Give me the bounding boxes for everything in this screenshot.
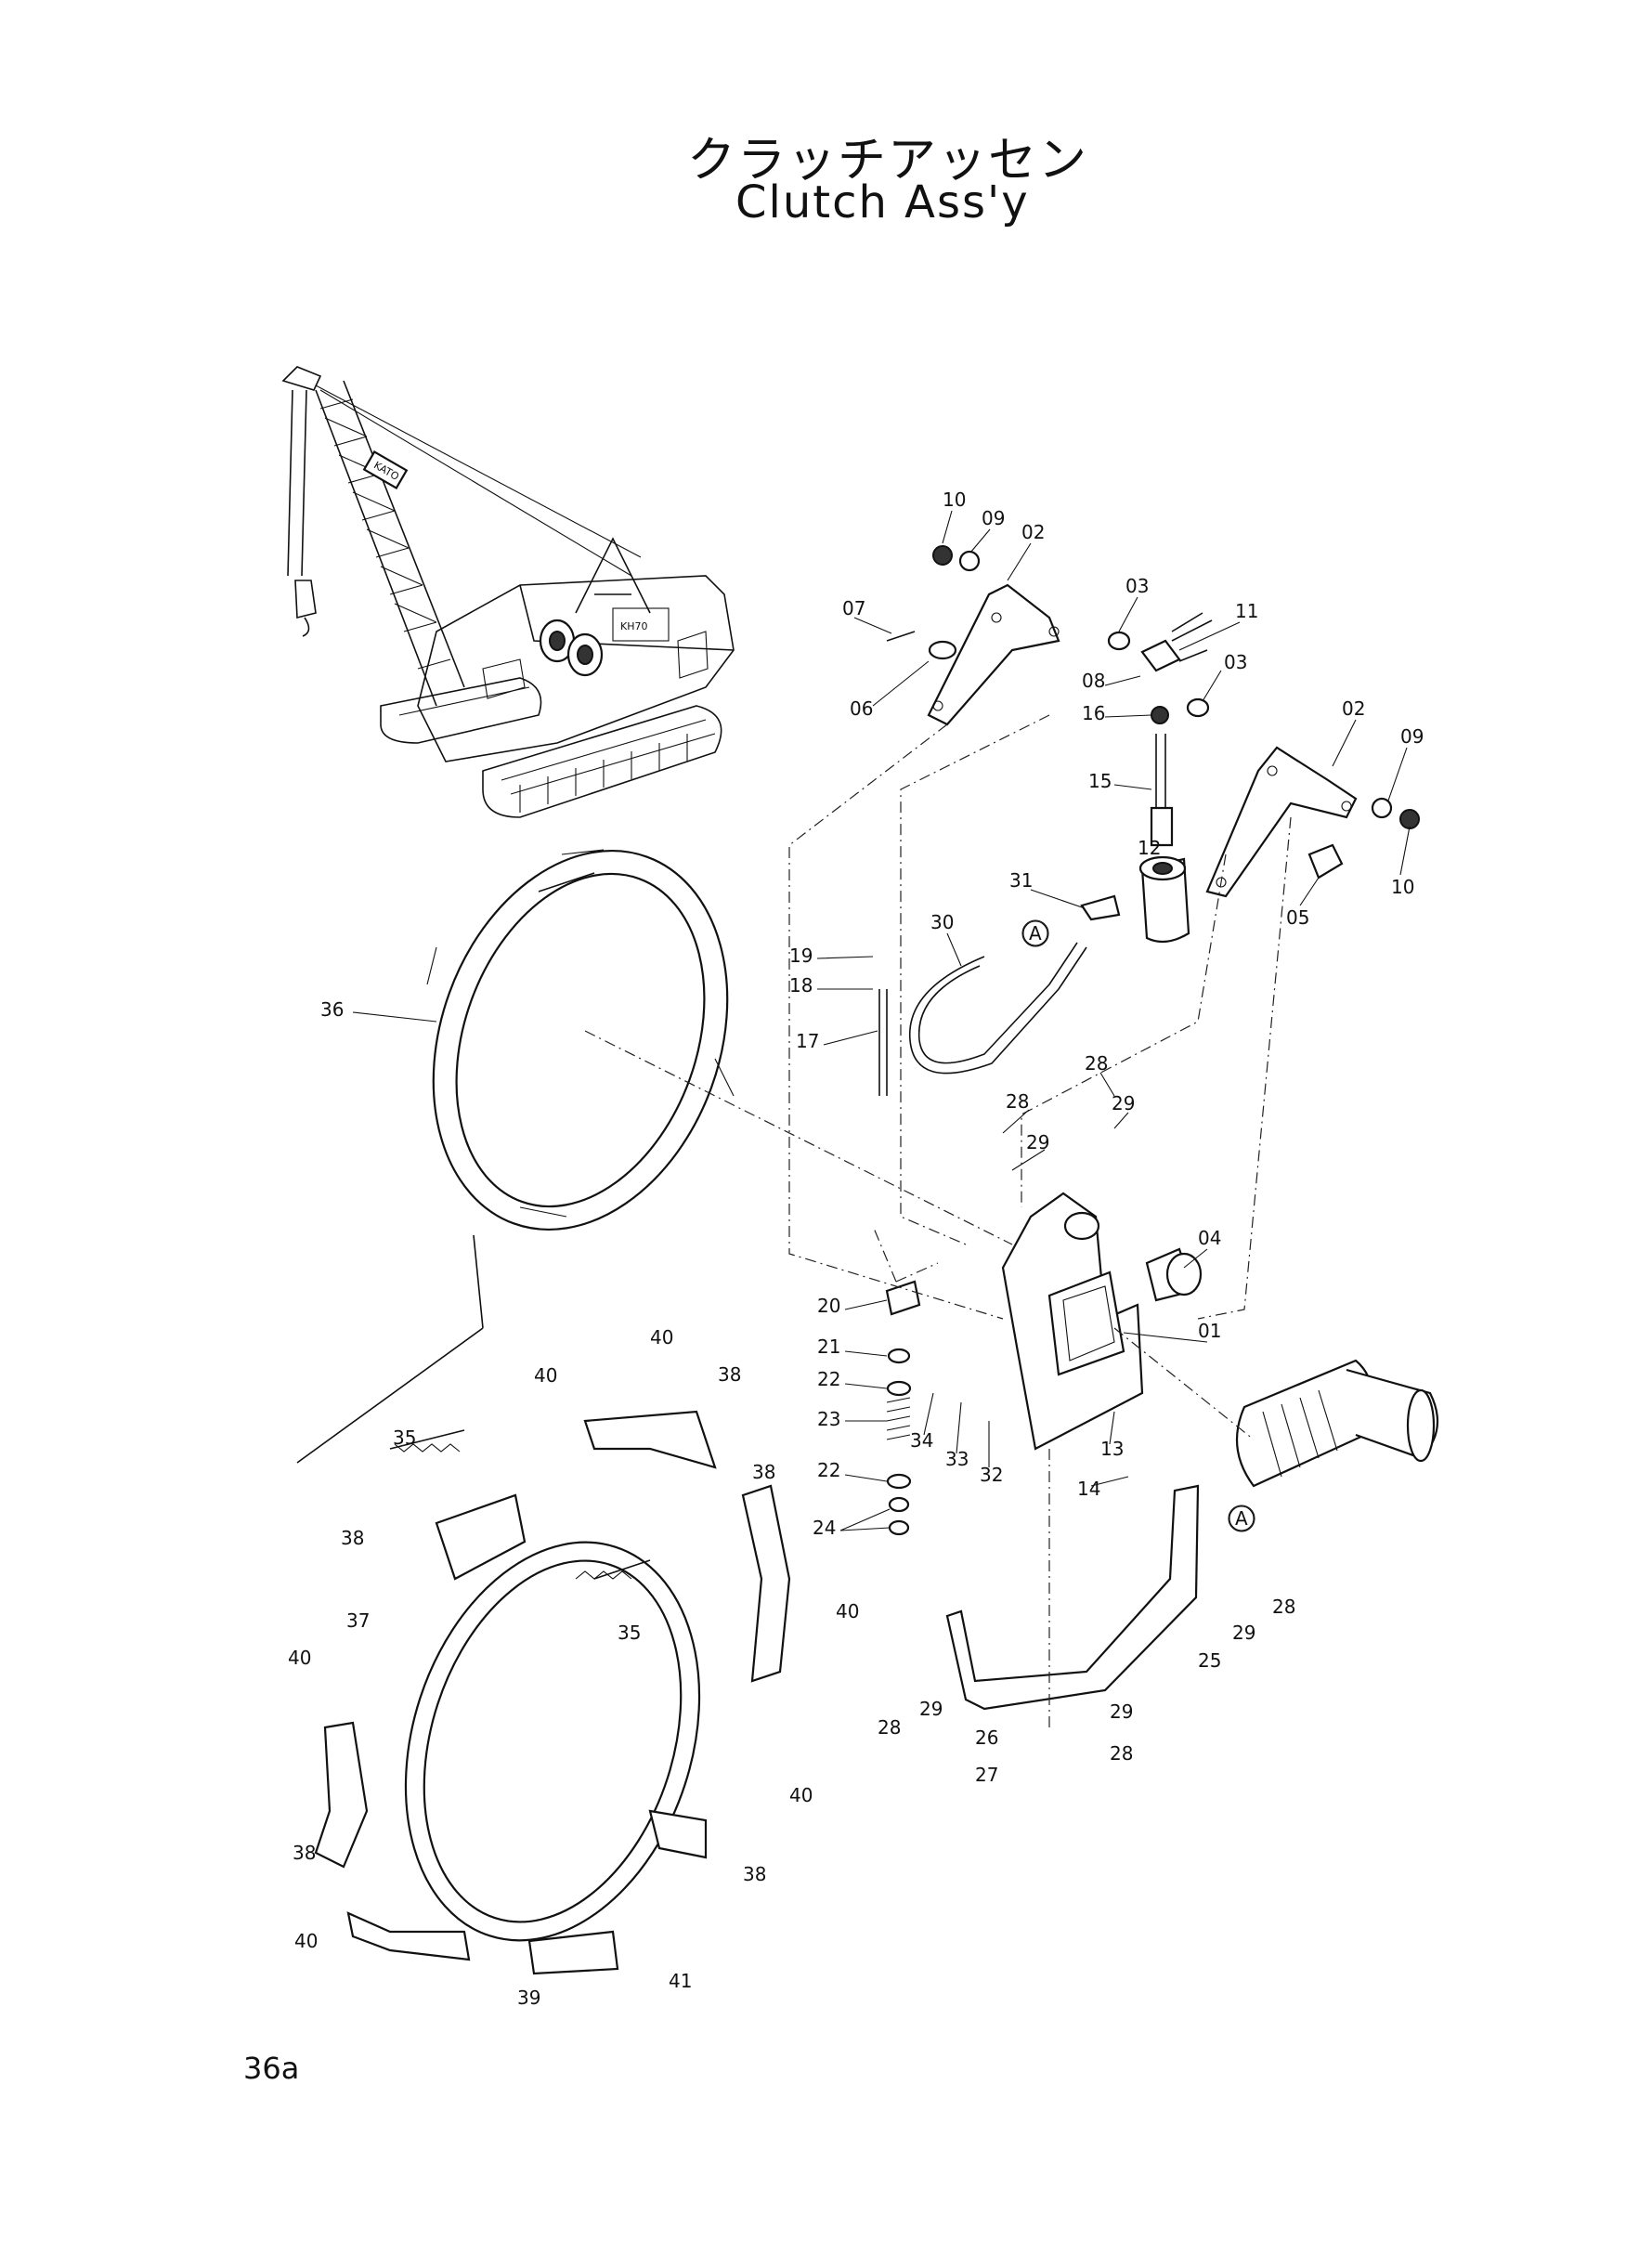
callout-03: 03 [1224, 651, 1247, 673]
callout-08: 08 [1082, 670, 1105, 692]
callout-17: 17 [796, 1030, 819, 1052]
callout-28: 28 [1272, 1596, 1295, 1618]
callout-16: 16 [1082, 702, 1105, 724]
part-callouts: 10 09 02 07 06 03 11 08 03 16 02 09 15 1… [288, 489, 1424, 2009]
callout-29: 29 [919, 1698, 943, 1720]
callout-22: 22 [817, 1459, 840, 1481]
callout-11: 11 [1235, 600, 1258, 622]
support-bracket-25 [945, 1484, 1200, 1711]
callout-13: 13 [1100, 1438, 1124, 1460]
callout-23: 23 [817, 1408, 840, 1430]
band-37-and-shoes [296, 1234, 791, 1975]
callout-29: 29 [1110, 1700, 1133, 1723]
callout-29: 29 [1112, 1092, 1135, 1114]
crane-machine-illustration: KATO KH70 [281, 366, 735, 818]
machine-badge: KH70 [620, 620, 647, 632]
callout-14: 14 [1077, 1478, 1100, 1500]
callout-29: 29 [1026, 1131, 1049, 1153]
callout-a: A [1029, 922, 1042, 945]
callout-40: 40 [534, 1364, 557, 1387]
spring-stack [878, 989, 921, 1536]
callout-circle-a-top [1021, 919, 1049, 947]
cylinder-and-hose-group [908, 734, 1190, 1075]
brake-band-36 [426, 849, 735, 1231]
callout-01: 01 [1198, 1320, 1221, 1342]
callout-02: 02 [1021, 521, 1045, 543]
callout-39: 39 [517, 1987, 540, 2009]
callout-24: 24 [813, 1517, 836, 1539]
callout-32: 32 [980, 1464, 1003, 1486]
callout-07: 07 [842, 597, 865, 619]
callout-38: 38 [718, 1363, 741, 1386]
callout-02: 02 [1342, 697, 1365, 720]
page-number: 36a [243, 2051, 300, 2086]
callout-38: 38 [752, 1461, 775, 1483]
callout-36: 36 [320, 998, 344, 1021]
callout-09: 09 [982, 507, 1005, 529]
callout-40: 40 [288, 1647, 311, 1669]
callout-29: 29 [1232, 1622, 1255, 1644]
callout-19: 19 [789, 945, 813, 967]
callout-41: 41 [669, 1970, 692, 1992]
callout-35: 35 [618, 1622, 641, 1644]
drive-shaft [1229, 1359, 1439, 1531]
callout-10: 10 [943, 489, 966, 511]
callout-06: 06 [850, 697, 873, 720]
callout-18: 18 [789, 974, 813, 997]
callout-05: 05 [1286, 906, 1309, 929]
callout-38: 38 [743, 1863, 766, 1885]
callout-28: 28 [1110, 1742, 1133, 1765]
callout-40: 40 [789, 1784, 813, 1806]
bracket-assembly [886, 545, 1420, 898]
callout-circle-a-bottom [1228, 1505, 1255, 1532]
connection-lines [584, 714, 1292, 1727]
callout-10: 10 [1391, 876, 1414, 898]
callout-37: 37 [346, 1609, 370, 1632]
callout-12: 12 [1138, 837, 1161, 859]
callout-leaders [352, 510, 1411, 1531]
callout-27: 27 [975, 1764, 998, 1786]
callout-40: 40 [650, 1326, 673, 1348]
callout-30: 30 [930, 911, 954, 933]
callout-38: 38 [341, 1527, 364, 1549]
callout-40: 40 [294, 1930, 318, 1952]
callout-21: 21 [817, 1335, 840, 1358]
clutch-housing-01 [1001, 1192, 1203, 1451]
callout-25: 25 [1198, 1649, 1221, 1672]
callout-28: 28 [1085, 1052, 1108, 1075]
page-title-japanese: クラッチアッセン [687, 133, 1089, 189]
callout-20: 20 [817, 1295, 840, 1317]
callout-28: 28 [1006, 1090, 1029, 1113]
callout-04: 04 [1198, 1227, 1221, 1249]
callout-03: 03 [1125, 575, 1149, 597]
callout-a: A [1235, 1507, 1248, 1530]
page-title-english: Clutch Ass'y [735, 176, 1030, 228]
callout-40: 40 [836, 1600, 859, 1622]
callout-31: 31 [1009, 869, 1033, 892]
callout-38: 38 [293, 1842, 316, 1864]
callout-15: 15 [1088, 770, 1112, 792]
callout-09: 09 [1400, 725, 1424, 748]
callout-22: 22 [817, 1368, 840, 1390]
callout-26: 26 [975, 1726, 998, 1749]
callout-35: 35 [393, 1427, 416, 1449]
callout-28: 28 [878, 1716, 901, 1739]
callout-34: 34 [910, 1429, 933, 1452]
